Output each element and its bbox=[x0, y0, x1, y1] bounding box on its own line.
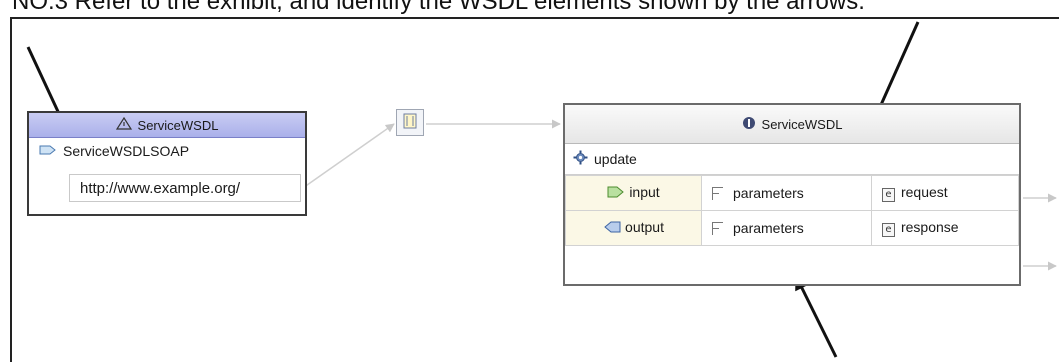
part-icon bbox=[712, 187, 723, 200]
warning-triangle-icon bbox=[115, 116, 132, 133]
part-icon bbox=[712, 222, 723, 235]
input-part-cell[interactable]: parameters bbox=[701, 175, 872, 211]
binding-icon bbox=[402, 112, 418, 134]
pointer-arrow-part bbox=[794, 274, 838, 358]
element-e-icon: e bbox=[881, 223, 895, 237]
port-type-header: ServiceWSDL bbox=[565, 105, 1019, 144]
output-part-name: parameters bbox=[733, 220, 804, 236]
binding-node[interactable] bbox=[396, 109, 424, 136]
input-arrow-icon bbox=[607, 185, 625, 202]
input-cell[interactable]: input bbox=[565, 175, 702, 211]
address-field[interactable]: http://www.example.org/ bbox=[69, 174, 301, 202]
service-box[interactable]: ServiceWSDL ServiceWSDLSOAP http://www.e… bbox=[27, 111, 307, 216]
service-header: ServiceWSDL bbox=[29, 113, 305, 138]
port-arrow-icon bbox=[39, 143, 57, 159]
output-part-cell[interactable]: parameters bbox=[701, 210, 872, 246]
question-text: NO.3 Refer to the exhibit, and identify … bbox=[12, 0, 865, 15]
operation-row[interactable]: update bbox=[565, 144, 1019, 175]
port-name: ServiceWSDLSOAP bbox=[63, 143, 190, 159]
output-row[interactable]: output parameters e response bbox=[565, 210, 1020, 246]
output-label: output bbox=[625, 219, 664, 236]
input-label: input bbox=[629, 184, 660, 201]
operation-name: update bbox=[594, 151, 637, 167]
output-element-cell[interactable]: e response bbox=[870, 210, 1020, 246]
element-e-icon: e bbox=[881, 188, 895, 202]
input-element-cell[interactable]: e request bbox=[870, 175, 1020, 211]
output-arrow-icon bbox=[603, 220, 621, 237]
service-title: ServiceWSDL bbox=[137, 117, 219, 133]
port-type-title: ServiceWSDL bbox=[761, 116, 843, 132]
port-binding-connector bbox=[299, 123, 395, 191]
output-cell[interactable]: output bbox=[565, 210, 702, 246]
input-element-name: request bbox=[900, 184, 948, 200]
message-table: input parameters e request output paramet… bbox=[565, 175, 1020, 246]
interface-icon bbox=[742, 116, 756, 133]
input-part-name: parameters bbox=[733, 185, 804, 201]
input-row[interactable]: input parameters e request bbox=[565, 175, 1020, 211]
gear-icon bbox=[573, 150, 588, 168]
port-row[interactable]: ServiceWSDLSOAP bbox=[29, 138, 305, 164]
output-element-name: response bbox=[900, 219, 959, 235]
